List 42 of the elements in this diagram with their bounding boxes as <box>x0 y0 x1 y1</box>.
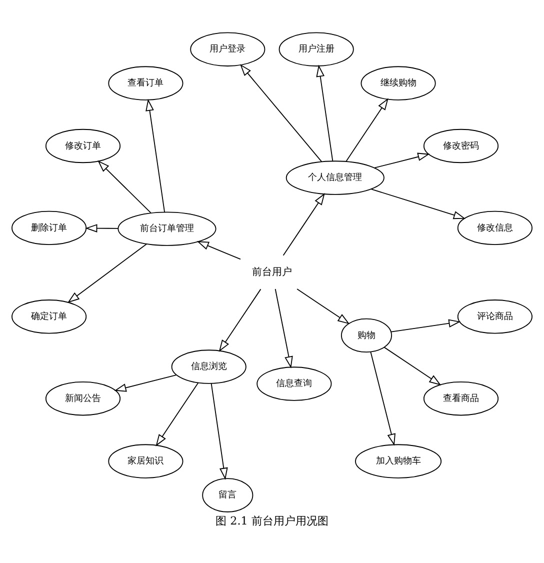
arrow <box>146 98 166 212</box>
arrow <box>370 188 466 219</box>
node-ellipse: 修改信息 <box>457 210 532 245</box>
node-ellipse: 评论商品 <box>457 299 532 334</box>
node-ellipse: 信息查询 <box>256 366 332 400</box>
node-ellipse: 个人信息管理 <box>286 160 384 194</box>
caption: 图 2.1 前台用户用况图 <box>216 514 328 527</box>
node-ellipse: 用户注册 <box>278 32 354 66</box>
node-text: 前台用户 <box>252 266 292 278</box>
arrow <box>282 192 325 256</box>
node-ellipse: 新闻公告 <box>45 380 121 416</box>
node-ellipse: 继续购物 <box>360 66 436 100</box>
arrow <box>346 98 388 162</box>
node-ellipse: 用户登录 <box>190 32 266 66</box>
arrow <box>296 288 350 324</box>
arrow <box>156 382 199 446</box>
node-ellipse: 购物 <box>340 318 392 352</box>
node-ellipse: 前台订单管理 <box>118 211 216 246</box>
node-ellipse: 删除订单 <box>12 210 87 245</box>
arrow <box>196 240 241 260</box>
node-ellipse: 查看订单 <box>108 66 184 100</box>
node-ellipse: 信息浏览 <box>171 349 246 384</box>
arrow <box>210 382 228 480</box>
node-ellipse: 修改密码 <box>423 128 499 163</box>
node-ellipse: 加入购物车 <box>355 444 442 478</box>
arrow <box>374 152 430 168</box>
arrow <box>370 350 396 446</box>
node-ellipse: 家居知识 <box>108 444 184 478</box>
arrow <box>384 346 442 385</box>
arrow <box>67 243 147 302</box>
arrow <box>390 318 461 332</box>
arrow <box>114 374 177 392</box>
node-ellipse: 确定订单 <box>12 299 87 334</box>
arrow <box>85 224 118 232</box>
node-ellipse: 留言 <box>202 478 254 512</box>
node-ellipse: 查看商品 <box>423 380 499 416</box>
arrow <box>98 160 152 213</box>
arrow <box>316 64 334 161</box>
node-ellipse: 修改订单 <box>45 128 121 163</box>
arrow <box>274 288 293 368</box>
arrow <box>218 288 262 352</box>
arrow <box>240 64 322 162</box>
